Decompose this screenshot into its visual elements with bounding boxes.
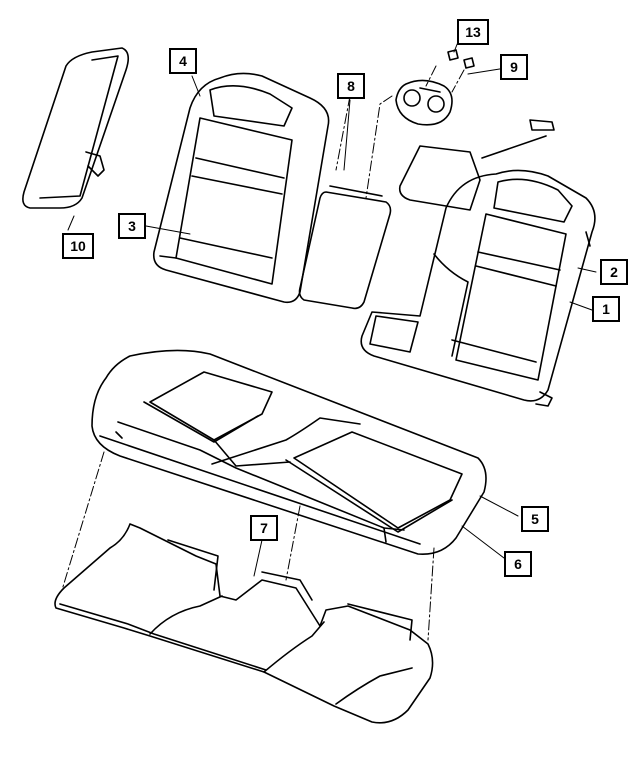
callout-13: 13: [457, 19, 489, 45]
armrest-part: [22, 47, 130, 209]
callout-2: 2: [600, 259, 628, 285]
leader-lines: [67, 41, 597, 577]
callout-3: 3: [118, 213, 146, 239]
callout-8: 8: [337, 73, 365, 99]
seat-frame-part: [54, 523, 434, 724]
callout-9: 9: [500, 54, 528, 80]
right-seatback-part: [360, 119, 596, 407]
left-seatback-part: [152, 72, 330, 304]
seat-cushion-part: [91, 349, 487, 555]
center-panel-part: [298, 185, 392, 310]
callout-4: 4: [169, 48, 197, 74]
bolt-part: [447, 49, 475, 69]
callout-7: 7: [250, 515, 278, 541]
callout-1: 1: [592, 296, 620, 322]
callout-5: 5: [521, 506, 549, 532]
latch-bezel-part: [395, 79, 453, 126]
callout-10: 10: [62, 233, 94, 259]
guide-lines: [61, 65, 465, 641]
callout-6: 6: [504, 551, 532, 577]
